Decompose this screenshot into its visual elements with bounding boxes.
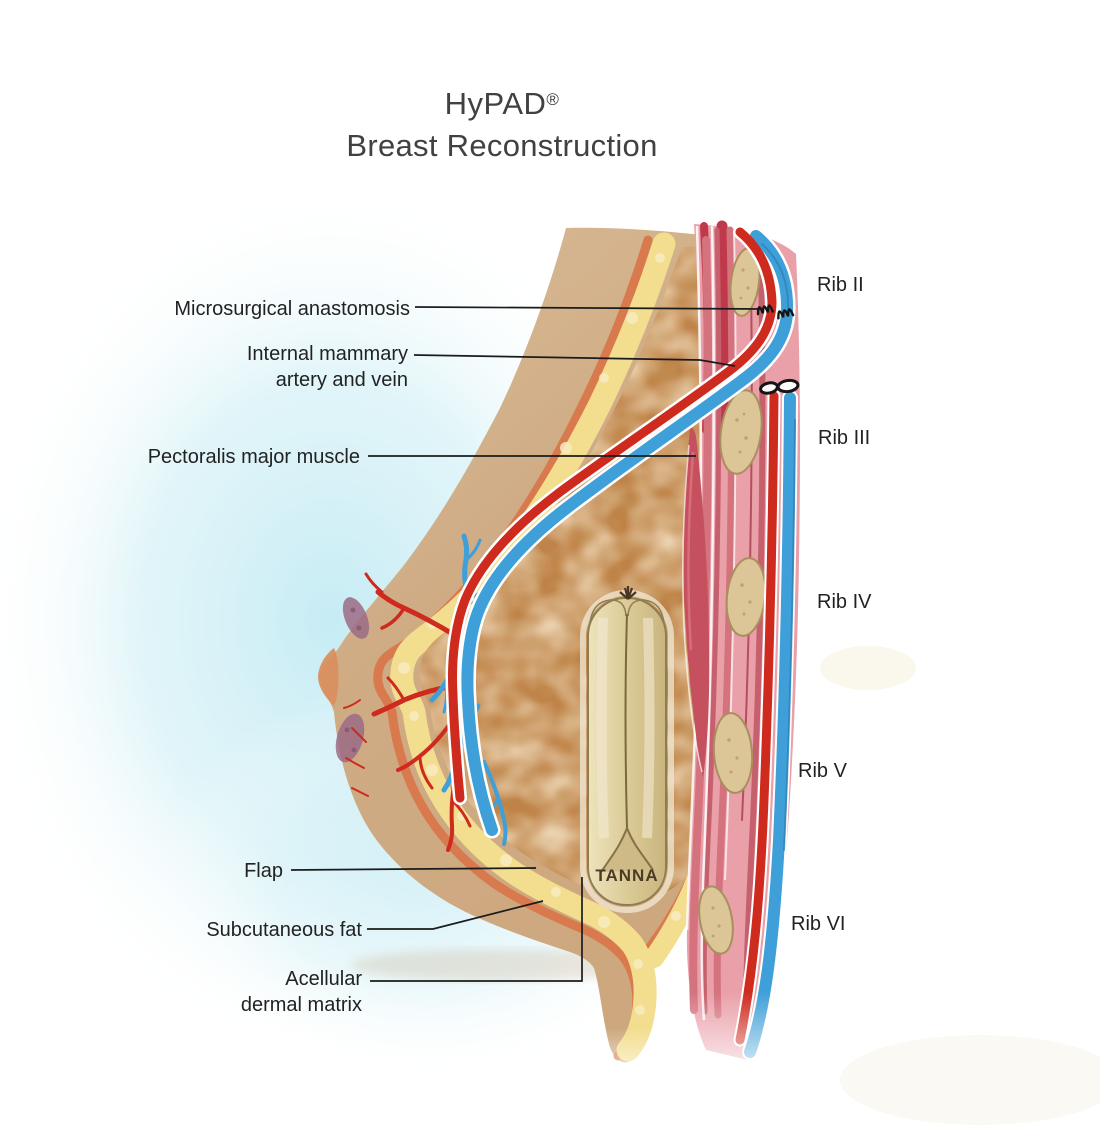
fade-overlay	[686, 992, 826, 1132]
device-top-knot	[619, 586, 637, 600]
leader-microsurgical-anastomosis	[414, 306, 763, 310]
flap-pedicle-vessels	[445, 225, 796, 839]
figure-title: HyPAD® Breast Reconstruction	[0, 86, 1004, 164]
title-subtitle: Breast Reconstruction	[346, 128, 658, 163]
label-acellular-dermal-matrix: Acellular dermal matrix	[241, 966, 362, 1018]
label-internal-mammary: Internal mammary artery and vein	[247, 341, 408, 393]
device-brand-mark: TANNA	[595, 866, 659, 885]
dermis-layer	[373, 235, 653, 1061]
leader-acellular-dermal-matrix	[370, 877, 583, 982]
internal-mammary-artery	[448, 227, 777, 803]
hypad-device	[580, 586, 674, 913]
rib-v-bone	[712, 712, 754, 794]
device-bottom-crease	[600, 825, 654, 873]
rib-iii-bone	[719, 389, 763, 475]
device-seam	[624, 613, 628, 829]
rib-vi-bone	[698, 885, 734, 955]
distal-artery	[735, 391, 779, 1045]
title-brand: HyPAD®	[444, 86, 560, 121]
rib-speckles	[711, 268, 752, 938]
fade-overlay	[556, 1028, 686, 1128]
label-pectoralis-major: Pectoralis major muscle	[147, 446, 360, 468]
ribs	[698, 247, 767, 955]
label-rib-ii: Rib II	[817, 274, 864, 296]
nipple-areola	[318, 597, 370, 763]
breast-shadow	[350, 949, 650, 981]
label-rib-vi: Rib VI	[791, 913, 846, 935]
microsurgical-anastomosis-clips	[756, 304, 795, 320]
registered-trademark-symbol: ®	[546, 90, 560, 109]
internal-mammary-vein	[461, 230, 794, 836]
background-smudge	[840, 1035, 1100, 1125]
label-flap: Flap	[244, 860, 283, 882]
fascia-line	[700, 225, 715, 1021]
label-rib-iv: Rib IV	[817, 591, 872, 613]
pectoralis-major-muscle	[682, 428, 710, 778]
areola-patch-upper	[342, 597, 370, 639]
leader-subcutaneous-fat	[367, 900, 544, 930]
nipple	[318, 648, 339, 706]
label-rib-iii: Rib III	[818, 427, 871, 449]
label-acellular-line1: Acellular	[285, 968, 362, 990]
label-internal-mammary-line1: Internal mammary	[246, 343, 408, 365]
label-microsurgical-anastomosis: Microsurgical anastomosis	[174, 298, 410, 320]
leader-lines	[290, 306, 763, 982]
leader-internal-mammary	[413, 354, 736, 367]
leader-flap	[290, 867, 537, 871]
background-smudge	[820, 646, 916, 690]
label-acellular-line2: dermal matrix	[240, 994, 362, 1016]
label-internal-mammary-line2: artery and vein	[275, 369, 408, 391]
label-subcutaneous-fat: Subcutaneous fat	[206, 919, 362, 941]
label-rib-v: Rib V	[798, 760, 847, 782]
areola-patch-lower	[335, 713, 365, 763]
ligation-clips	[759, 378, 800, 395]
